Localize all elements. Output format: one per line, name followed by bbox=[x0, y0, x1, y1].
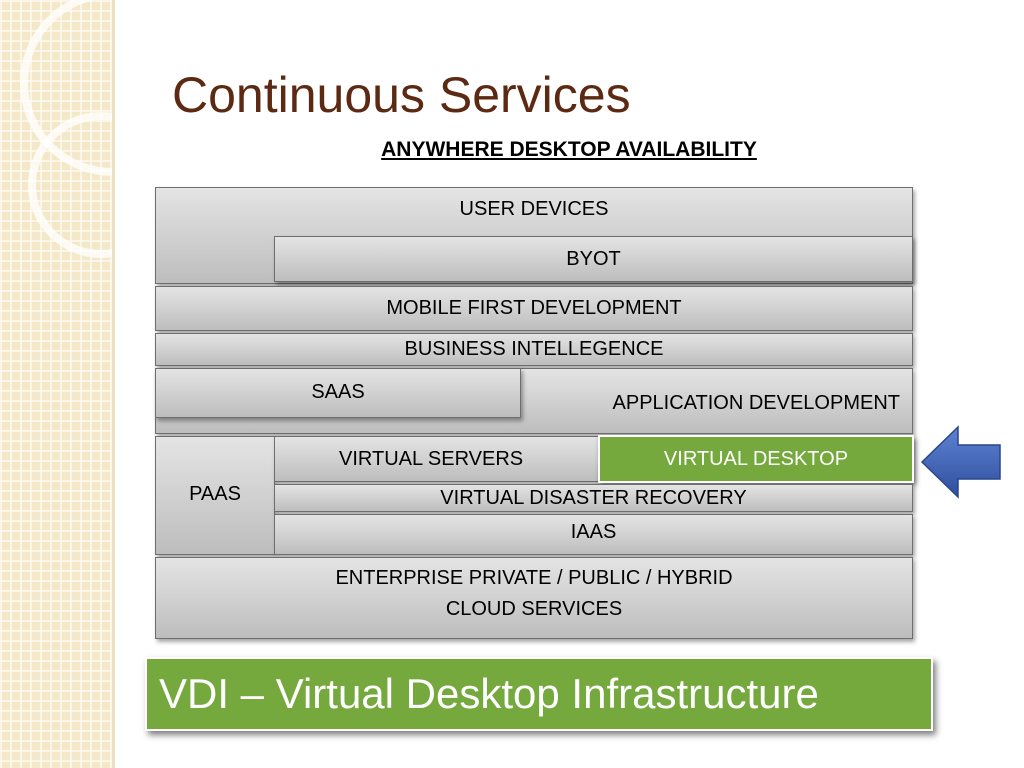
slide-subtitle: ANYWHERE DESKTOP AVAILABILITY bbox=[381, 138, 757, 161]
vdi-banner: VDI – Virtual Desktop Infrastructure bbox=[145, 657, 933, 731]
layer-label: PAAS bbox=[189, 483, 241, 505]
layer-label: APPLICATION DEVELOPMENT bbox=[612, 391, 900, 414]
decorative-side-strip bbox=[0, 0, 112, 768]
layer-cloud-services: ENTERPRISE PRIVATE / PUBLIC / HYBRID CLO… bbox=[155, 557, 913, 639]
left-arrow-icon bbox=[920, 425, 1001, 499]
vdi-banner-text: VDI – Virtual Desktop Infrastructure bbox=[159, 670, 819, 717]
layer-label: BYOT bbox=[566, 247, 621, 270]
layer-byot: BYOT bbox=[274, 236, 913, 282]
slide-title: Continuous Services bbox=[172, 67, 631, 123]
layer-label: SAAS bbox=[311, 381, 365, 403]
layer-paas: PAAS bbox=[155, 436, 275, 555]
layer-label: MOBILE FIRST DEVELOPMENT bbox=[386, 297, 682, 319]
layer-label: USER DEVICES bbox=[459, 198, 609, 220]
layer-label: VIRTUAL DESKTOP bbox=[663, 447, 849, 470]
layer-iaas: IAAS bbox=[274, 514, 913, 555]
side-divider bbox=[112, 0, 115, 768]
layer-label: VIRTUAL SERVERS bbox=[339, 447, 524, 470]
layer-business-intelligence: BUSINESS INTELLEGENCE bbox=[155, 333, 913, 366]
layer-label: IAAS bbox=[570, 521, 617, 543]
layer-label: BUSINESS INTELLEGENCE bbox=[404, 338, 664, 360]
layer-virtual-desktop: VIRTUAL DESKTOP bbox=[598, 435, 914, 483]
layer-label: CLOUD SERVICES bbox=[445, 598, 623, 620]
layer-label: VIRTUAL DISASTER RECOVERY bbox=[440, 486, 747, 509]
layer-label: ENTERPRISE PRIVATE / PUBLIC / HYBRID bbox=[335, 567, 733, 589]
layer-virtual-disaster-recovery: VIRTUAL DISASTER RECOVERY bbox=[274, 484, 913, 512]
layer-saas: SAAS bbox=[155, 368, 521, 418]
layer-mobile-first-development: MOBILE FIRST DEVELOPMENT bbox=[155, 286, 913, 331]
